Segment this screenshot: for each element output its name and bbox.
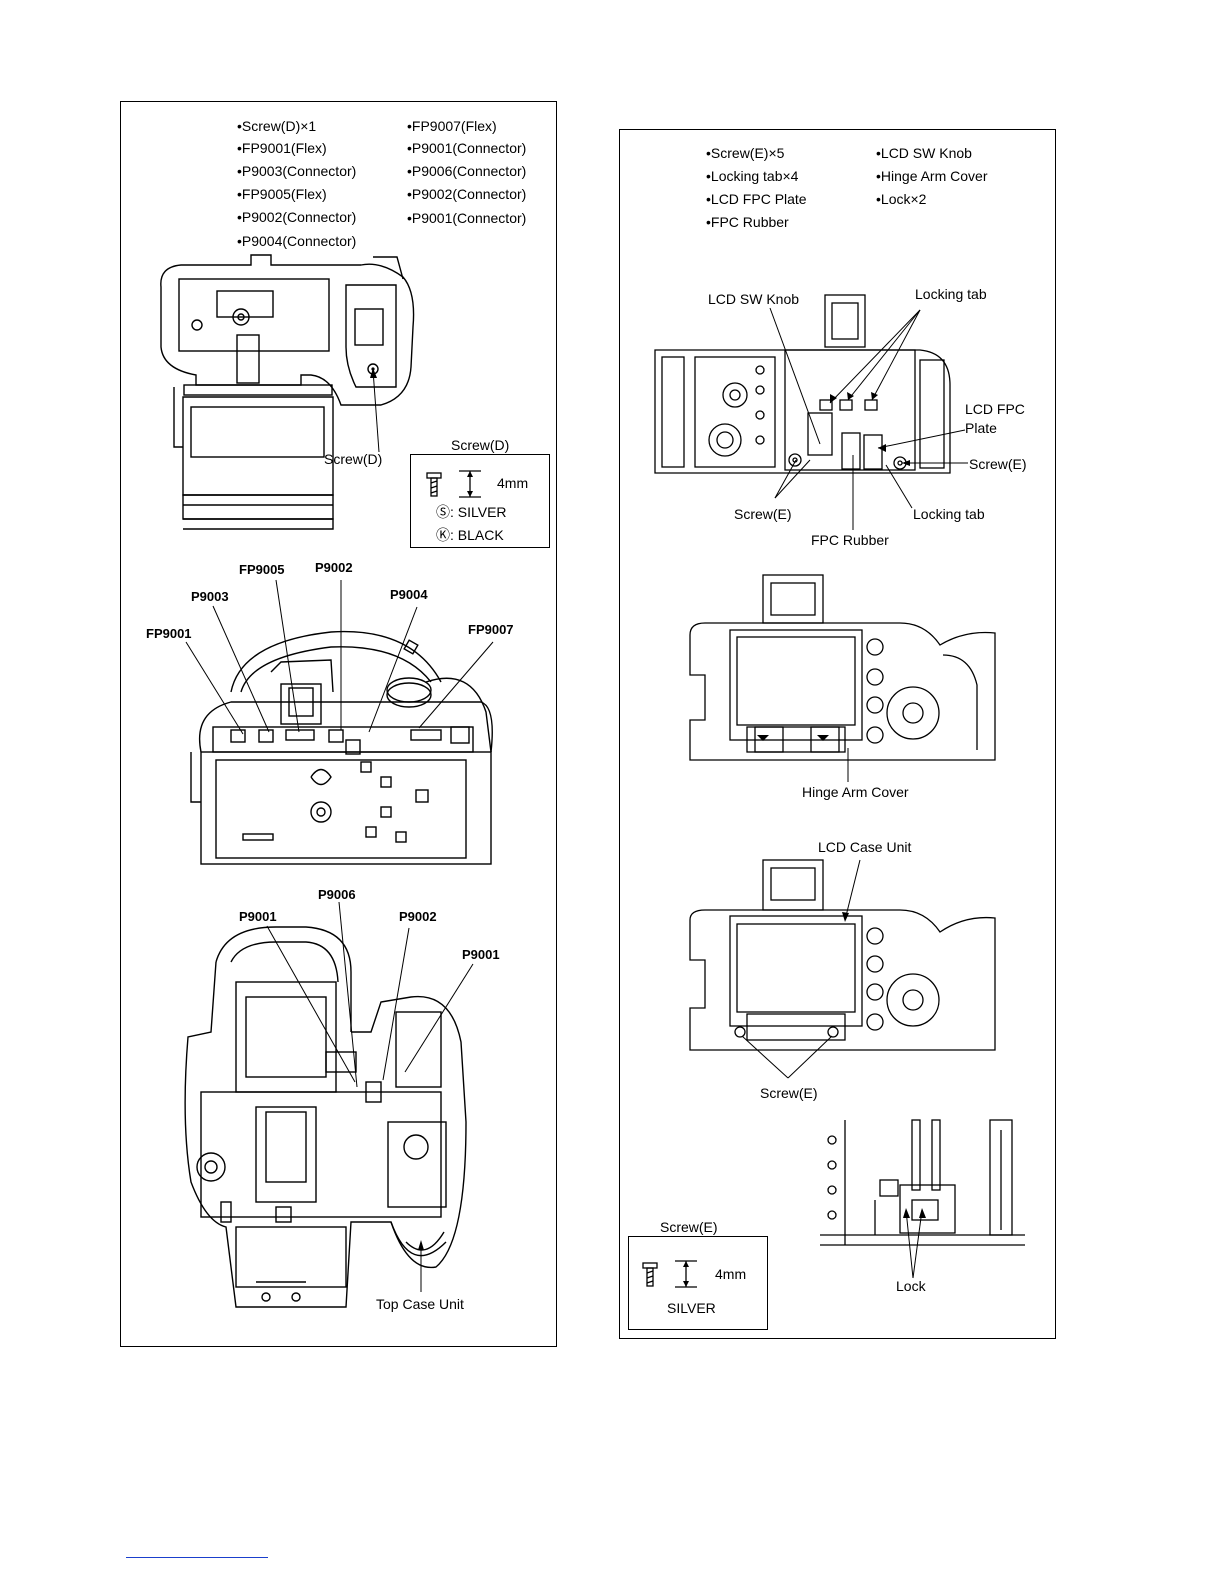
lcd-sw-knob-callout: LCD SW Knob bbox=[708, 291, 800, 307]
p9004-callout: P9004 bbox=[390, 587, 428, 602]
lock-callout: Lock bbox=[896, 1278, 926, 1294]
lcd-fpc-plate-callout-line2: Plate bbox=[965, 420, 997, 436]
screw-finish: SILVER bbox=[667, 1300, 716, 1316]
locking-tab-callout-bottom: Locking tab bbox=[913, 506, 985, 522]
parts-item: •FP9007(Flex) bbox=[407, 118, 497, 134]
top-case-unit-callout: Top Case Unit bbox=[376, 1296, 464, 1312]
parts-item: •P9004(Connector) bbox=[237, 233, 357, 249]
p9001-callout-a: P9001 bbox=[239, 909, 277, 924]
screw-d-leader bbox=[370, 368, 380, 453]
parts-item: •P9002(Connector) bbox=[237, 209, 357, 225]
parts-item: •P9006(Connector) bbox=[407, 163, 527, 179]
footer-rule bbox=[126, 1557, 268, 1558]
lock-detail-drawing bbox=[820, 1119, 1025, 1246]
lcd-case-unit-drawing bbox=[689, 859, 996, 1051]
camera-bottom-view-drawing bbox=[160, 254, 415, 530]
parts-item: •FPC Rubber bbox=[706, 214, 789, 230]
screw-icon bbox=[426, 470, 481, 498]
lcd-rear-hinge-drawing bbox=[689, 574, 996, 761]
camera-top-board-drawing bbox=[190, 630, 493, 865]
fp9001-callout: FP9001 bbox=[146, 626, 192, 641]
locking-tab-callout-top: Locking tab bbox=[915, 286, 987, 302]
parts-item: •LCD FPC Plate bbox=[706, 191, 807, 207]
parts-item: •LCD SW Knob bbox=[876, 145, 972, 161]
p9002-callout-step3: P9002 bbox=[399, 909, 437, 924]
parts-item: •P9002(Connector) bbox=[407, 186, 527, 202]
screw-d-spec-title: Screw(D) bbox=[451, 437, 510, 453]
fpc-rubber-callout: FPC Rubber bbox=[811, 532, 889, 548]
p9001-callout-b: P9001 bbox=[462, 947, 500, 962]
parts-item: •Hinge Arm Cover bbox=[876, 168, 988, 184]
step1-right-leaders bbox=[769, 307, 968, 530]
rear-frame-drawing bbox=[654, 294, 951, 474]
left-procedure-panel: •Screw(D)×1 •FP9001(Flex) •P9003(Connect… bbox=[120, 101, 557, 1347]
screw-length: 4mm bbox=[497, 475, 529, 491]
screw-e-callout-step3: Screw(E) bbox=[760, 1085, 818, 1101]
fp9007-callout: FP9007 bbox=[468, 622, 514, 637]
lock-leaders bbox=[903, 1208, 926, 1279]
right-procedure-panel: •Screw(E)×5 •Locking tab×4 •LCD FPC Plat… bbox=[619, 129, 1056, 1339]
parts-item: •Screw(D)×1 bbox=[237, 118, 317, 134]
parts-item: •P9001(Connector) bbox=[407, 140, 527, 156]
screw-length: 4mm bbox=[715, 1266, 747, 1282]
step3-right-leaders bbox=[741, 859, 861, 1079]
step2-leaders bbox=[185, 579, 494, 735]
parts-item: •P9003(Connector) bbox=[237, 163, 357, 179]
screw-finish-silver: Ⓢ: SILVER bbox=[436, 504, 507, 520]
p9003-callout: P9003 bbox=[191, 589, 229, 604]
hinge-arm-cover-leader bbox=[847, 748, 849, 782]
parts-item: •Locking tab×4 bbox=[706, 168, 799, 184]
camera-top-case-drawing bbox=[184, 926, 467, 1308]
screw-e-callout-right: Screw(E) bbox=[969, 456, 1027, 472]
p9002-callout: P9002 bbox=[315, 560, 353, 575]
lcd-fpc-plate-callout-line1: LCD FPC bbox=[965, 401, 1025, 417]
screw-e-callout-left: Screw(E) bbox=[734, 506, 792, 522]
step3-leaders bbox=[266, 901, 474, 1292]
screw-e-spec-title: Screw(E) bbox=[660, 1219, 718, 1235]
lcd-case-unit-callout: LCD Case Unit bbox=[818, 839, 912, 855]
p9006-callout: P9006 bbox=[318, 887, 356, 902]
screw-icon bbox=[642, 1260, 697, 1288]
screw-d-spec-box: 4mm Ⓢ: SILVER Ⓚ: BLACK bbox=[410, 454, 550, 548]
screw-finish-black: Ⓚ: BLACK bbox=[436, 527, 504, 543]
parts-item: •Lock×2 bbox=[876, 191, 927, 207]
parts-item: •FP9005(Flex) bbox=[237, 186, 327, 202]
fp9005-callout: FP9005 bbox=[239, 562, 285, 577]
screw-d-callout: Screw(D) bbox=[324, 451, 383, 467]
parts-item: •FP9001(Flex) bbox=[237, 140, 327, 156]
parts-item: •P9001(Connector) bbox=[407, 210, 527, 226]
hinge-arm-cover-callout: Hinge Arm Cover bbox=[802, 784, 909, 800]
parts-item: •Screw(E)×5 bbox=[706, 145, 785, 161]
screw-e-spec-box: 4mm SILVER bbox=[628, 1236, 768, 1330]
